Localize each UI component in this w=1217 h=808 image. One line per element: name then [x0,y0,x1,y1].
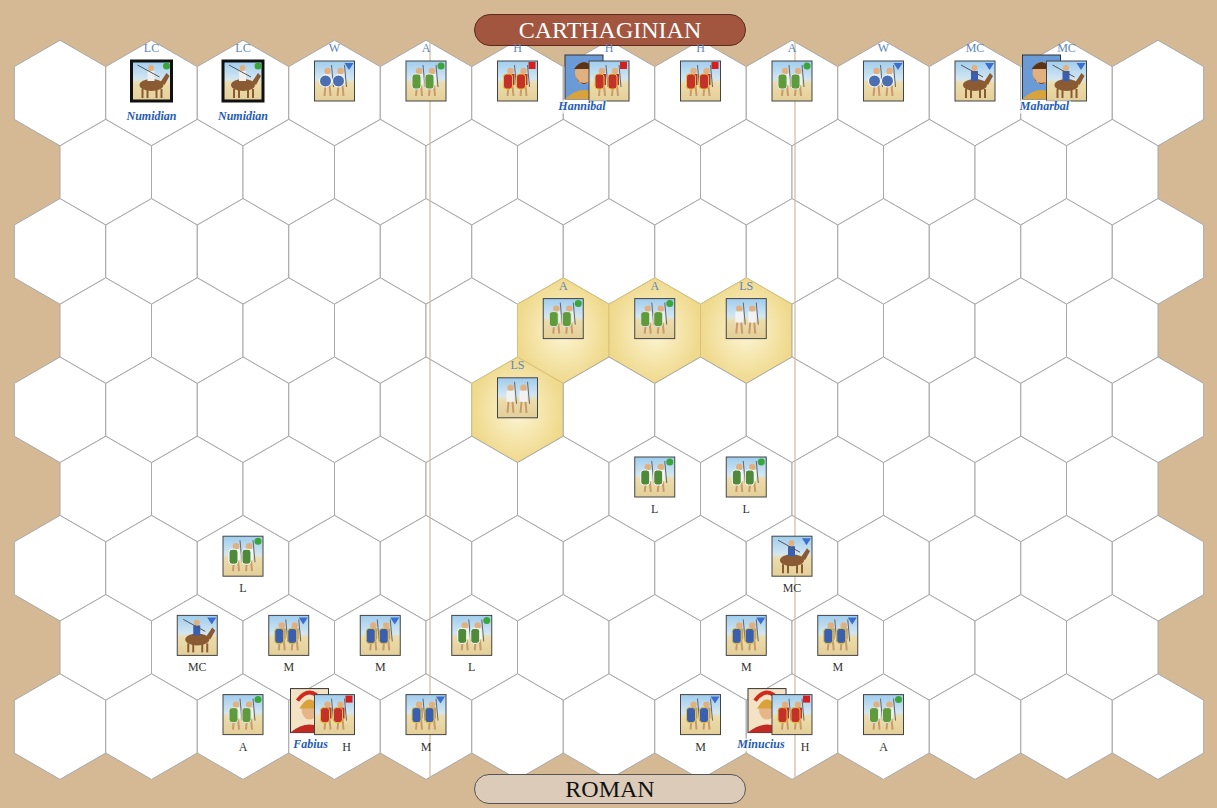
unit-counter [315,695,355,735]
unit-counter [452,615,492,655]
leader-name: Numidian [216,110,270,123]
hex [289,674,380,780]
unit-code: M [375,662,386,675]
hex [746,674,837,780]
unit-counter [726,299,766,339]
unit-counter [864,61,904,101]
unit-code: MC [783,583,802,596]
section-line [794,40,795,782]
unit-code: L [651,503,658,516]
unit-code: LS [739,280,753,293]
unit-code: LC [144,42,159,55]
side-banner: ROMAN [474,774,746,804]
unit-code: M [832,662,843,675]
hex [472,674,563,780]
unit-counter [681,61,721,101]
unit-code: L [239,583,246,596]
unit-code: M [283,662,294,675]
unit-code: A [559,280,568,293]
hex-grid [14,40,1203,779]
hex [563,674,654,780]
unit-code: LS [510,359,524,372]
unit-code: A [879,741,888,754]
leader-name: Maharbal [1018,100,1071,113]
unit-counter [681,695,721,735]
hex [380,674,471,780]
unit-code: LC [235,42,250,55]
leader-name: Minucius [735,738,786,751]
unit-counter [543,299,583,339]
unit-code: H [513,42,522,55]
unit-code: A [650,280,659,293]
unit-counter [955,61,995,101]
unit-counter [772,61,812,101]
unit-counter [269,615,309,655]
leader-name: Hannibal [556,100,607,113]
unit-counter [315,61,355,101]
unit-code: H [696,42,705,55]
unit-counter [772,536,812,576]
unit-code: A [788,42,797,55]
unit-counter [589,61,629,101]
unit-counter [406,695,446,735]
unit-counter [223,536,263,576]
leader-name: Numidian [124,110,178,123]
section-line [429,40,430,782]
side-banner: CARTHAGINIAN [474,14,746,46]
banner-title: ROMAN [565,777,654,801]
unit-counter [635,299,675,339]
unit-counter [223,61,263,101]
units [132,55,1087,735]
unit-counter [1047,61,1087,101]
unit-code: M [421,741,432,754]
unit-counter [818,615,858,655]
unit-counter [864,695,904,735]
unit-code: M [695,741,706,754]
unit-counter [498,61,538,101]
hex [14,674,105,780]
hex [655,674,746,780]
unit-code: W [878,42,889,55]
unit-code: H [342,741,351,754]
unit-code: H [605,42,614,55]
banner-title: CARTHAGINIAN [519,18,702,42]
unit-code: MC [966,42,985,55]
unit-code: L [468,662,475,675]
unit-code: M [741,662,752,675]
hex [106,674,197,780]
hex [929,674,1020,780]
unit-counter [223,695,263,735]
unit-code: A [422,42,431,55]
unit-counter [406,61,446,101]
unit-counter [498,378,538,418]
hex [1112,674,1203,780]
unit-code: H [801,741,810,754]
unit-counter [360,615,400,655]
unit-code: A [239,741,248,754]
leader-name: Fabius [291,738,330,751]
hex [838,674,929,780]
hex [1021,674,1112,780]
unit-code: W [329,42,340,55]
unit-counter [177,615,217,655]
unit-counter [726,615,766,655]
unit-counter [726,457,766,497]
unit-code: L [743,503,750,516]
unit-code: MC [188,662,207,675]
unit-counter [132,61,172,101]
hex [197,674,288,780]
section-lines [430,40,795,782]
unit-counter [635,457,675,497]
unit-counter [772,695,812,735]
unit-code: MC [1057,42,1076,55]
